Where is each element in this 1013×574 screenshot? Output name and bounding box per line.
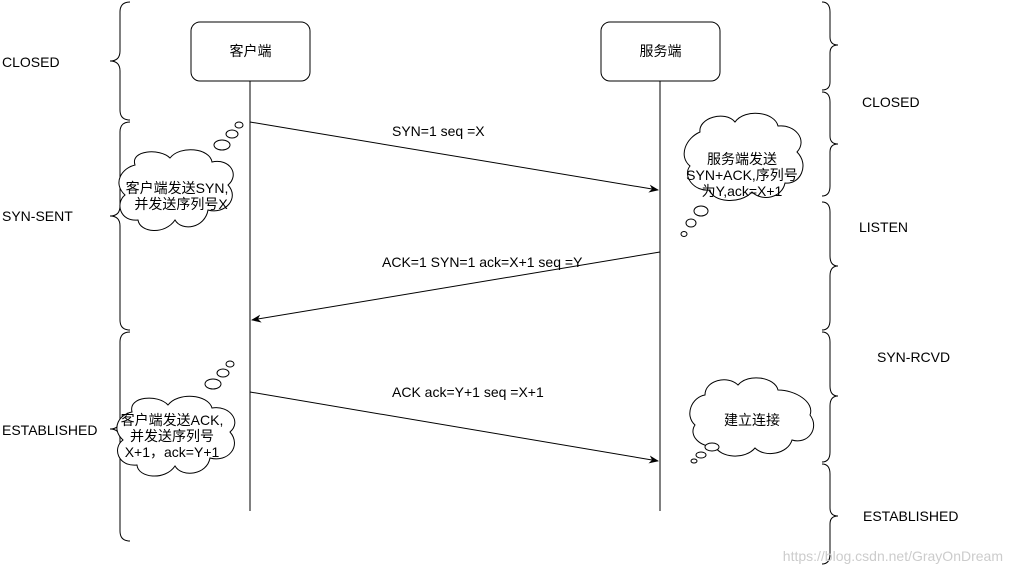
participant-server-label: 服务端 [640,43,682,59]
note-server-established: 建立连接 [689,377,815,464]
server-brace-listen [821,201,839,331]
client-state-closed: CLOSED [2,54,60,70]
note-client-syn-line-2: 并发送序列号X [134,196,228,212]
message-syn-arrow [249,121,659,193]
note-server-synack-bubble-2 [685,218,697,228]
note-server-synack-line-1: 服务端发送 [707,151,777,167]
message-syn-ack: ACK=1 SYN=1 ack=X+1 seq =Y [251,251,661,323]
note-server-established-bubble-3 [690,458,698,464]
watermark: https://blog.csdn.net/GrayOnDream [783,548,1003,564]
note-server-synack-bubble-1 [693,205,709,217]
note-client-syn-cloud [118,149,234,231]
message-syn-ack-arrow [251,251,661,323]
client-brace-syn-sent [109,121,131,331]
note-server-established-cloud [689,377,815,457]
note-client-syn-bubble-1 [234,121,244,129]
note-server-established-bubble-2 [695,451,707,459]
server-brace-closed [821,91,839,197]
note-client-ack-line-2: 并发送序列号 [130,428,214,444]
note-client-syn-line-1: 客户端发送SYN, [126,180,229,196]
message-ack: ACK ack=Y+1 seq =X+1 [249,384,659,464]
client-state-established: ESTABLISHED [2,422,97,438]
participant-client: 客户端 [190,21,311,82]
note-client-syn-bubble-3 [213,139,231,151]
note-client-ack-line-3: X+1，ack=Y+1 [125,444,220,460]
server-state-closed: CLOSED [862,94,920,110]
server-state-braces [821,1,839,565]
note-client-ack-line-1: 客户端发送ACK, [121,412,224,428]
note-client-ack-bubble-3 [204,378,222,390]
note-server-synack-bubble-3 [680,231,688,237]
server-state-syn-rcvd: SYN-RCVD [877,349,950,365]
message-syn-ack-label: ACK=1 SYN=1 ack=X+1 seq =Y [382,254,583,270]
client-brace-closed [109,1,131,121]
message-ack-arrow [249,391,659,464]
note-server-synack: 服务端发送 SYN+ACK,序列号 为Y,ack=X+1 [680,112,804,237]
client-state-braces [109,1,131,542]
note-client-ack-bubble-1 [225,360,235,368]
note-client-syn-bubble-2 [225,129,239,139]
server-brace-top [821,1,839,91]
message-syn-label: SYN=1 seq =X [392,123,485,139]
note-server-synack-line-2: SYN+ACK,序列号 [686,167,798,183]
note-server-synack-line-3: 为Y,ack=X+1 [702,183,783,199]
server-state-established: ESTABLISHED [863,508,958,524]
message-ack-label: ACK ack=Y+1 seq =X+1 [392,384,544,400]
note-client-ack: 客户端发送ACK, 并发送序列号 X+1，ack=Y+1 [116,360,236,477]
participant-client-label: 客户端 [230,43,272,59]
server-brace-syn-rcvd [821,331,839,463]
note-client-syn: 客户端发送SYN, 并发送序列号X [118,121,244,231]
note-client-ack-cloud [116,395,236,477]
participant-server: 服务端 [600,21,721,82]
client-state-syn-sent: SYN-SENT [2,208,73,224]
server-brace-established [821,463,839,565]
client-brace-established [109,331,131,542]
note-server-synack-cloud [683,112,804,201]
note-server-established-line-1: 建立连接 [724,412,780,428]
note-server-established-bubble-1 [704,442,720,452]
server-state-listen: LISTEN [859,219,908,235]
message-syn: SYN=1 seq =X [249,121,659,193]
note-client-ack-bubble-2 [216,368,230,378]
